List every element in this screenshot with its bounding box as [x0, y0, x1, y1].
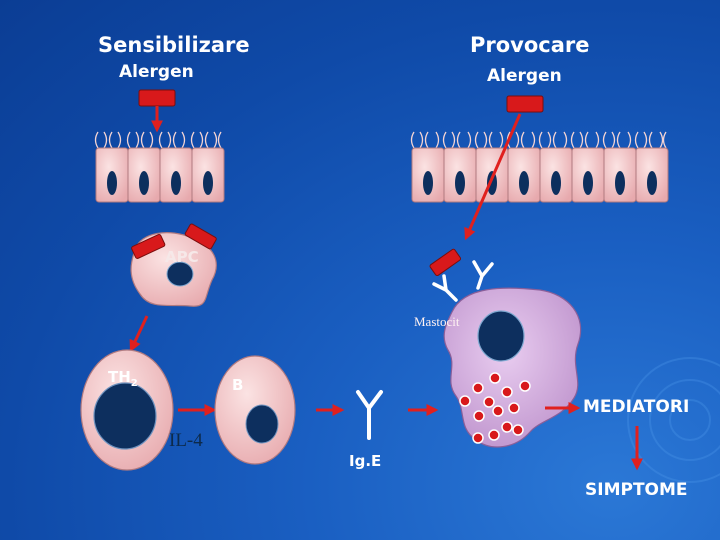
- th2-label: TH2: [108, 368, 138, 389]
- sensitize-allergen-label: Alergen: [119, 62, 194, 82]
- mast-cell: [429, 248, 582, 448]
- b-cell-label: B: [232, 376, 244, 394]
- allergen-icon-right: [464, 95, 544, 241]
- cilia-left: [94, 131, 222, 149]
- apc-label: APC: [165, 248, 199, 266]
- allergen-icon-bound: [429, 248, 462, 277]
- ige-antibody-icon: [356, 390, 383, 440]
- symptoms-label: SIMPTOME: [585, 480, 688, 500]
- b-cell: [214, 355, 296, 465]
- th2-cell: [80, 349, 174, 471]
- provoke-title: Provocare: [470, 33, 590, 57]
- th2-label-main: TH: [108, 368, 131, 386]
- il4-label: IL-4: [169, 430, 203, 451]
- th2-label-sub: 2: [130, 378, 138, 389]
- ige-label: Ig.E: [349, 452, 382, 470]
- mediators-label: MEDIATORI: [583, 397, 690, 417]
- ige-receptor-icons: [432, 260, 494, 302]
- background-ripples: [627, 357, 720, 483]
- sensitize-title: Sensibilizare: [98, 33, 250, 57]
- mast-cell-label: Mastocit: [414, 314, 460, 329]
- arrow-apc-th2: [129, 315, 149, 353]
- provoke-allergen-label: Alergen: [487, 66, 562, 86]
- mediator-granules: [459, 372, 531, 444]
- epithelium-right: [410, 131, 669, 203]
- cilia-right: [410, 131, 667, 149]
- allergen-icon-left: [138, 89, 176, 133]
- allergen-icon-apc-1: [131, 233, 166, 259]
- epithelium-left: [94, 131, 225, 203]
- allergen-icon-apc-2: [184, 223, 217, 250]
- apc-cell: [130, 223, 217, 307]
